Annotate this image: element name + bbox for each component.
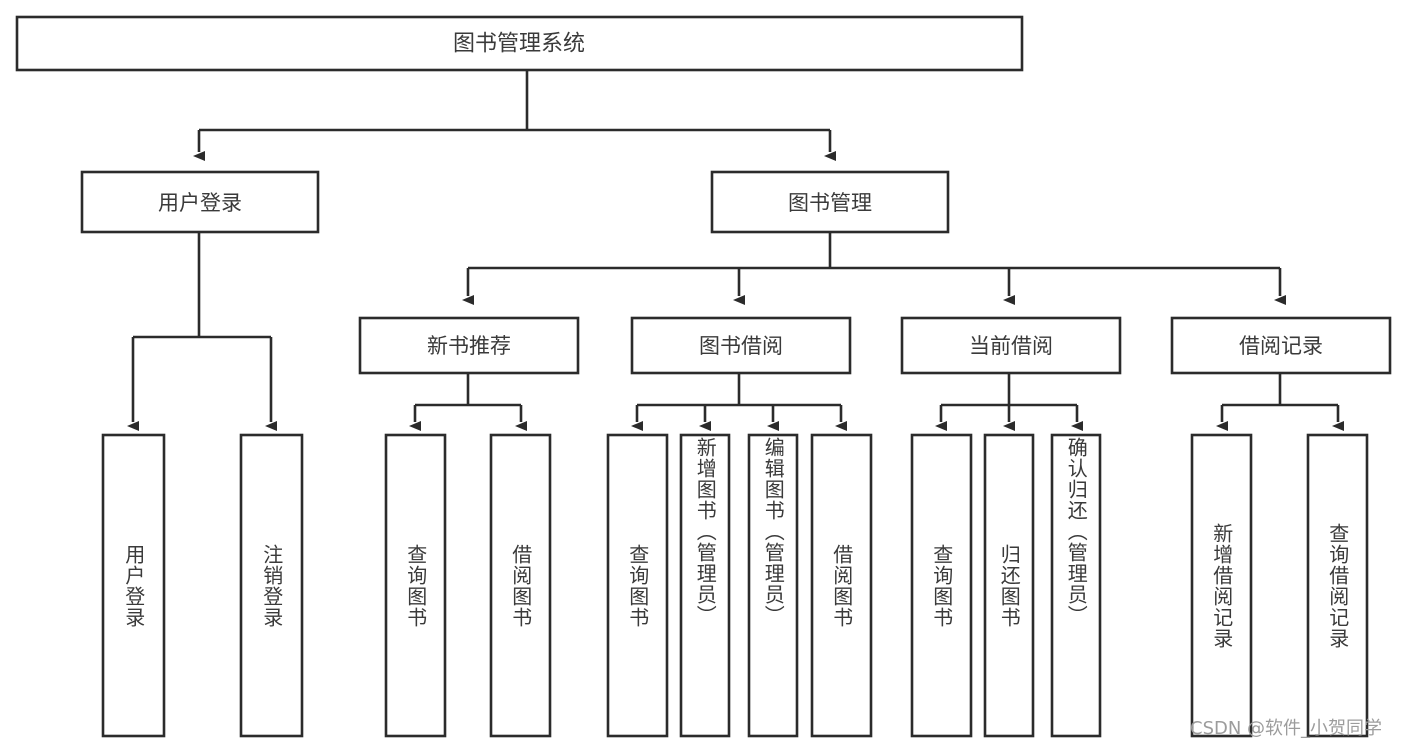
node-borrow-record[interactable]: 借阅记录 — [1170, 316, 1392, 375]
leaf-box-borrow-book-1[interactable] — [489, 433, 552, 738]
node-user-login-label: 用户登录 — [158, 191, 242, 215]
node-book-management[interactable]: 图书管理 — [710, 170, 950, 234]
node-new-book-recommend[interactable]: 新书推荐 — [358, 316, 580, 375]
leaf-box-return-book[interactable] — [983, 433, 1035, 738]
node-new-book-recommend-label: 新书推荐 — [427, 334, 511, 358]
connector-bookborrow-to-leaves — [631, 373, 847, 431]
leaf-box-query-book-1[interactable] — [384, 433, 447, 738]
leaf-box-query-book-3[interactable] — [910, 433, 973, 738]
node-current-borrow-label: 当前借阅 — [969, 334, 1053, 358]
node-book-borrow[interactable]: 图书借阅 — [630, 316, 852, 375]
connector-userlogin-to-leaves — [127, 232, 277, 431]
leaf-box-borrow-book-2[interactable] — [810, 433, 873, 738]
connector-newbook-to-leaves — [409, 373, 527, 431]
leaf-box-edit-book[interactable] — [747, 433, 799, 738]
leaf-box-add-book[interactable] — [679, 433, 731, 738]
connector-borrowrecord-to-leaves — [1216, 373, 1344, 431]
node-user-login[interactable]: 用户登录 — [80, 170, 320, 234]
leaf-box-confirm-return[interactable] — [1050, 433, 1102, 738]
node-root[interactable]: 图书管理系统 — [15, 15, 1024, 72]
node-book-borrow-label: 图书借阅 — [699, 334, 783, 358]
leaf-box-query-book-2[interactable] — [606, 433, 669, 738]
node-current-borrow[interactable]: 当前借阅 — [900, 316, 1122, 375]
leaf-box-query-record[interactable] — [1306, 433, 1369, 738]
node-book-management-label: 图书管理 — [788, 191, 872, 215]
leaf-box-user-logout[interactable] — [239, 433, 304, 738]
leaf-box-add-record[interactable] — [1190, 433, 1253, 738]
leaf-box-user-login[interactable] — [101, 433, 166, 738]
node-root-label: 图书管理系统 — [453, 32, 585, 57]
connector-bookmgmt-to-level2 — [462, 232, 1286, 305]
connector-root-to-level1 — [193, 70, 836, 161]
connector-currentborrow-to-leaves — [935, 373, 1083, 431]
node-borrow-record-label: 借阅记录 — [1239, 334, 1323, 358]
